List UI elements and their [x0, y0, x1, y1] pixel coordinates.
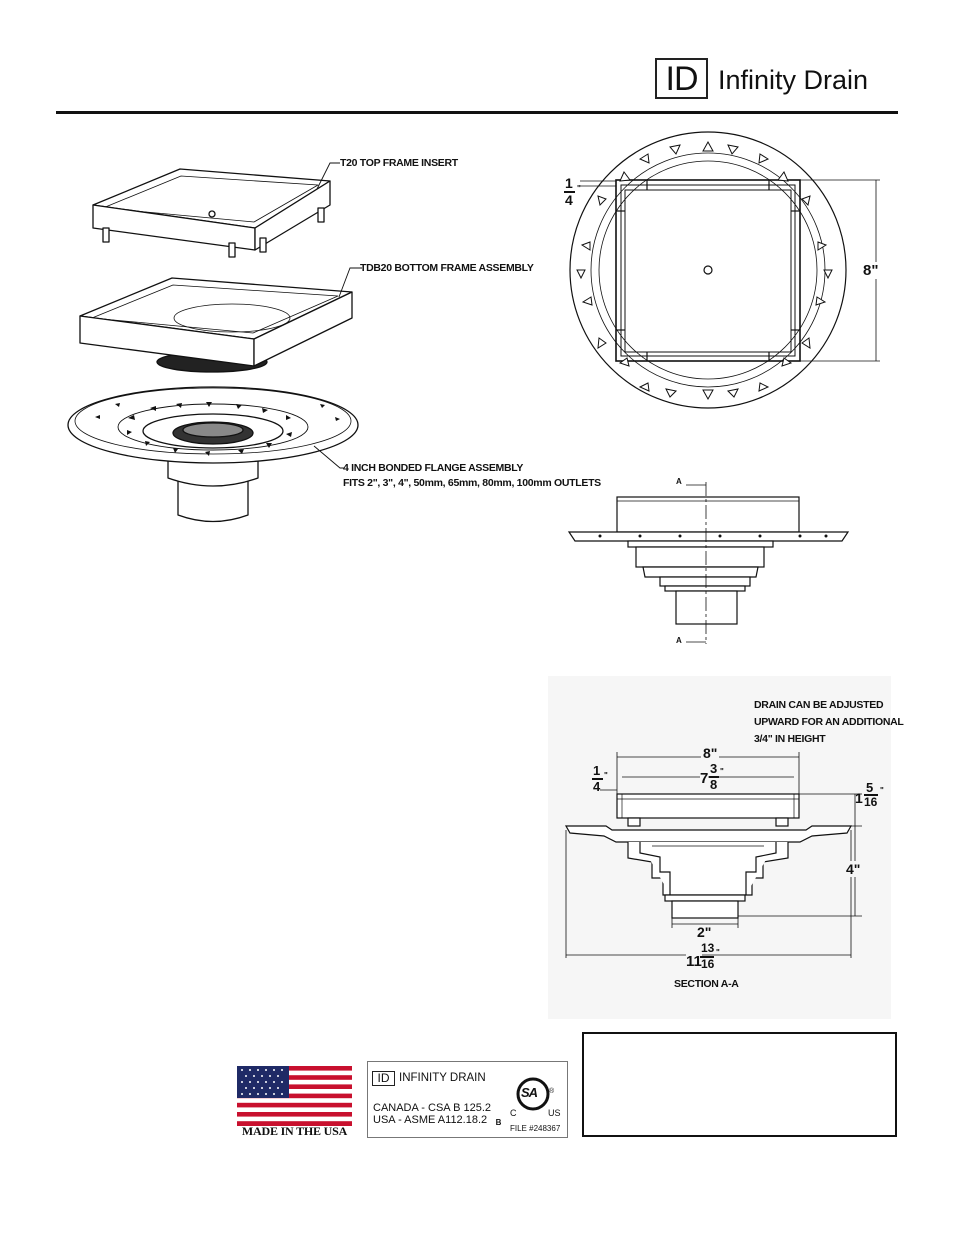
cert-usa-standard: USA - ASME A112.18.2	[373, 1114, 488, 1126]
section-frame-height-bar	[864, 794, 878, 796]
section-marker-top: A	[676, 477, 682, 486]
section-caption: SECTION A-A	[674, 978, 739, 990]
us-flag-icon	[237, 1066, 352, 1126]
section-inner-width-whole: 7	[700, 770, 709, 787]
top-view-frame-outer	[615, 179, 801, 362]
cert-grade-mark: B	[495, 1118, 502, 1127]
notes-box	[582, 1032, 897, 1137]
csa-c-mark: C	[510, 1108, 517, 1118]
header-rule	[56, 111, 898, 114]
csa-file-number: FILE #248367	[510, 1124, 561, 1133]
section-overall-width: 8"	[701, 745, 720, 761]
section-flange-num: 13	[701, 941, 715, 955]
section-frame-height-unit: "	[880, 786, 884, 795]
cert-canada-standard: CANADA - CSA B 125.2	[373, 1102, 491, 1114]
adjust-note-line2: UPWARD FOR AN ADDITIONAL	[754, 716, 904, 728]
section-frame-height-den: 16	[864, 795, 878, 809]
adjust-note-line3: 3/4" IN HEIGHT	[754, 733, 826, 745]
top-view-offset-unit: "	[577, 184, 581, 193]
logo-mark: ID	[655, 58, 708, 99]
csa-mark: SA	[521, 1085, 538, 1100]
top-view-width: 8"	[863, 262, 879, 279]
section-flange-whole: 11	[686, 953, 702, 970]
cert-logo-mark: ID	[372, 1071, 395, 1086]
csa-us-mark: US	[548, 1108, 561, 1118]
bottom-frame-label: TDB20 BOTTOM FRAME ASSEMBLY	[360, 262, 534, 274]
section-flange-den: 16	[701, 957, 715, 971]
flange-label: 4 INCH BONDED FLANGE ASSEMBLY	[343, 462, 524, 474]
section-offset-bar	[592, 778, 603, 780]
top-view-offset-den: 4	[565, 192, 573, 208]
section-frame-height-whole: 1	[855, 790, 863, 806]
flange-fits-label: FITS 2", 3", 4", 50mm, 65mm, 80mm, 100mm…	[343, 477, 601, 489]
section-inner-width-den: 8	[710, 777, 718, 792]
top-view-offset-bar	[564, 191, 575, 193]
cert-brand-name: INFINITY DRAIN	[399, 1072, 486, 1084]
csa-registered-mark: ®	[549, 1088, 555, 1095]
section-inner-width-bar	[709, 776, 719, 778]
section-body-height: 4"	[846, 861, 861, 877]
section-frame-height-num: 5	[866, 780, 874, 795]
csa-logo-icon	[516, 1077, 550, 1111]
section-inner-width-unit: "	[720, 767, 724, 776]
brand-name: Infinity Drain	[718, 65, 869, 95]
made-in-usa-label: MADE IN THE USA	[241, 1124, 348, 1138]
section-offset-num: 1	[593, 763, 601, 778]
section-inner-width-num: 3	[710, 761, 718, 776]
section-flange-bar	[700, 956, 714, 958]
section-offset-unit: "	[604, 771, 608, 780]
section-flange-unit: "	[716, 948, 720, 957]
adjust-note-line1: DRAIN CAN BE ADJUSTED	[754, 699, 884, 711]
section-offset-den: 4	[593, 779, 601, 794]
section-outlet-size: 2"	[697, 924, 712, 940]
section-marker-bottom: A	[676, 636, 682, 645]
top-frame-label: T20 TOP FRAME INSERT	[340, 157, 458, 169]
top-view-offset-num: 1	[565, 175, 573, 191]
